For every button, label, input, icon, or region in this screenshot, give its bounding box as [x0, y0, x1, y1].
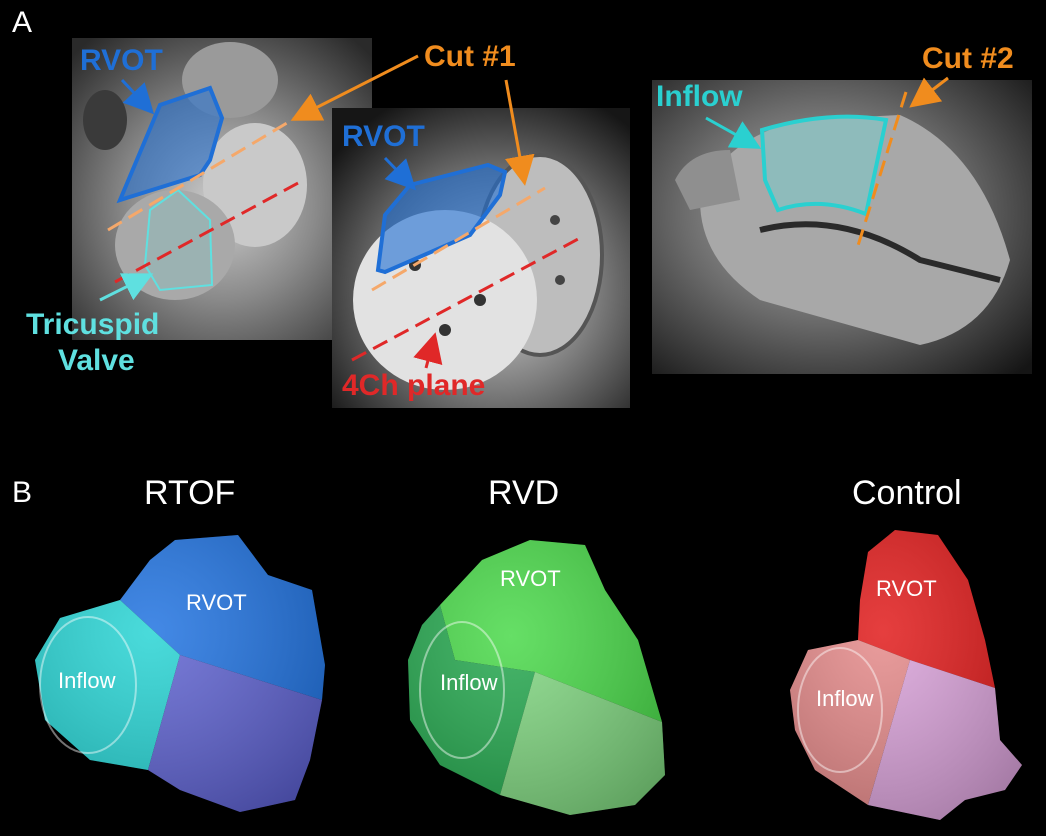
inflow-label-a: Inflow: [656, 80, 743, 113]
plane-label: 4Ch plane: [342, 369, 485, 402]
control-rvot-label: RVOT: [876, 576, 937, 601]
control-title: Control: [852, 474, 962, 512]
rtof-rvot-label: RVOT: [186, 590, 247, 615]
tricuspid-label-line1: Tricuspid: [26, 308, 159, 341]
rvd-rvot-label: RVOT: [500, 566, 561, 591]
inflow-region: [759, 114, 889, 217]
plane-line-2: [351, 236, 581, 362]
mri-image-1: [72, 38, 372, 340]
panel-b-letter: B: [12, 476, 32, 509]
panel-a-letter: A: [12, 6, 32, 39]
rvd-inflow-label: Inflow: [440, 670, 498, 695]
cut1-line-2: [371, 186, 546, 292]
rtof-title: RTOF: [144, 474, 235, 512]
mri-image-3: [652, 80, 1032, 374]
rvot-label-1: RVOT: [80, 44, 163, 77]
cut2-line: [854, 91, 908, 253]
mri-image-2: [332, 108, 630, 408]
control-model: Control RVOT Inflow: [790, 474, 1022, 820]
plane-line-1: [114, 180, 301, 284]
tricuspid-label-line2: Valve: [58, 344, 135, 377]
cut2-label: Cut #2: [922, 42, 1014, 75]
rvd-model: RVD RVOT Inflow: [408, 474, 665, 815]
cut1-label: Cut #1: [424, 40, 516, 73]
cut1-line-1: [107, 106, 313, 232]
control-inflow-label: Inflow: [816, 686, 874, 711]
rtof-inflow-label: Inflow: [58, 668, 116, 693]
rtof-model: RTOF RVOT Inflow: [35, 474, 325, 812]
rvot-label-2: RVOT: [342, 120, 425, 153]
rvd-title: RVD: [488, 474, 559, 512]
